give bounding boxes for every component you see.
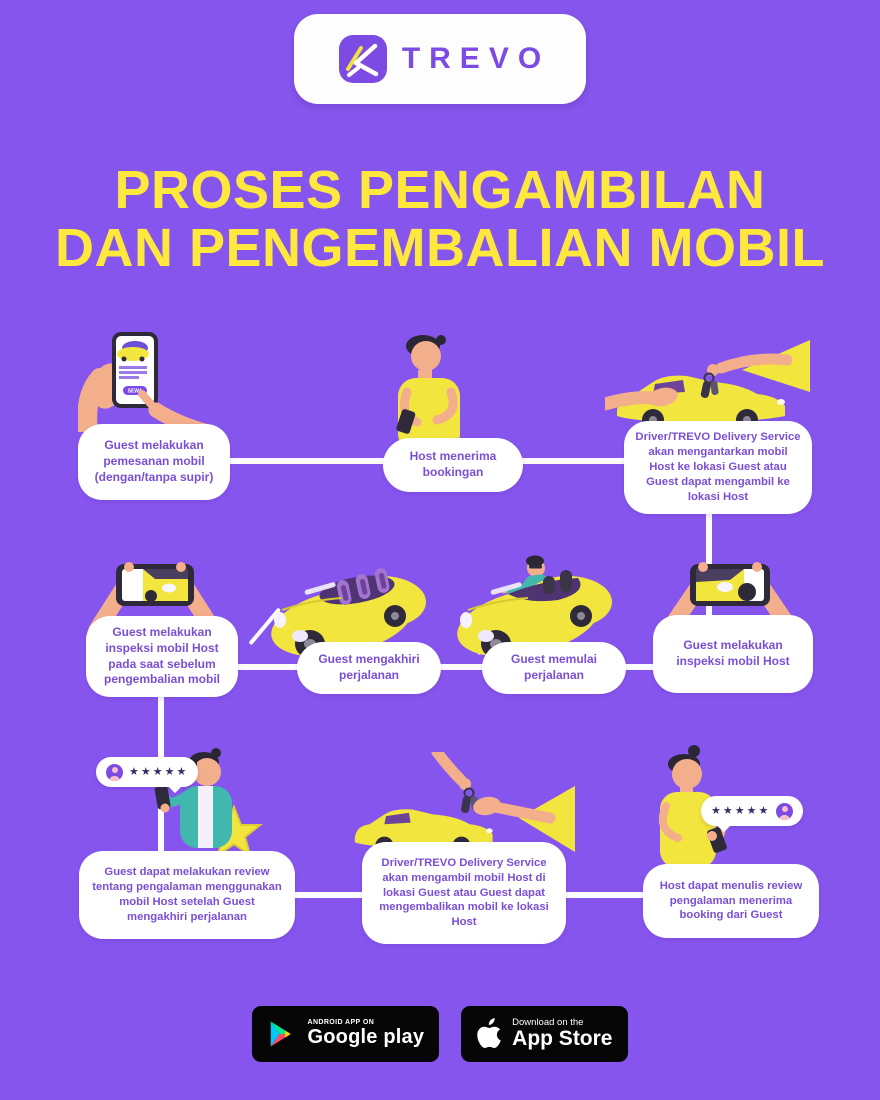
apple-icon: [477, 1018, 501, 1048]
step-bubble-host-review: Host dapat menulis review pengalaman men…: [643, 864, 819, 938]
illustration-car-return-keys: [354, 752, 575, 855]
step-bubble-inspection-before-return: Guest melakukan inspeksi mobil Host pada…: [86, 616, 238, 698]
step-bubble-guest-booking: Guest melakukan pemesanan mobil (dengan/…: [78, 424, 230, 500]
key-icon: [700, 380, 711, 398]
trevo-logo-icon: [338, 35, 387, 83]
play-triangle-icon: [271, 1021, 292, 1047]
step-bubble-host-receives: Host menerima bookingan: [383, 438, 523, 492]
illustration-guest-ends-trip-car: [271, 568, 426, 657]
rating-stars: ★★★★★: [711, 804, 771, 817]
google-play-tagline: ANDROID APP ON: [307, 1019, 375, 1027]
connector-row2: [160, 664, 730, 670]
avatar-icon: [776, 802, 794, 820]
store-badges-row: ANDROID APP ON Google play Download on t…: [0, 1006, 880, 1062]
seats: [336, 568, 390, 605]
yellow-shirt: [398, 378, 460, 452]
sunglasses: [529, 565, 542, 569]
google-play-badge[interactable]: ANDROID APP ON Google play: [252, 1006, 440, 1062]
google-play-label: Google play: [307, 1025, 425, 1048]
phone: [396, 409, 416, 434]
step-bubble-car-return: Driver/TREVO Delivery Service akan menga…: [362, 842, 566, 944]
title-line1: PROSES PENGAMBILAN: [114, 160, 766, 220]
illustration-guest-review: [154, 748, 263, 858]
key-icon: [461, 795, 471, 814]
open-palm: [473, 796, 501, 816]
rating-stars: ★★★★★: [129, 765, 189, 778]
title-line2: DAN PENGEMBALIAN MOBIL: [55, 217, 825, 278]
phone: [154, 785, 171, 810]
pointing-finger: [138, 390, 160, 414]
guest-review-pill: ★★★★★: [96, 757, 199, 787]
app-store-label: App Store: [512, 1026, 613, 1050]
connector-row1-to-row2: [706, 458, 712, 640]
brand-name: TREVO: [401, 42, 551, 75]
logo-card: TREVO: [294, 14, 586, 104]
illustration-guest-starts-trip-car: [457, 555, 612, 657]
step-bubble-delivery-to-guest: Driver/TREVO Delivery Service akan menga…: [624, 421, 812, 514]
windshield: [304, 582, 336, 595]
page-title: PROSES PENGAMBILAN DAN PENGEMBALIAN MOBI…: [0, 160, 880, 278]
app-store-tagline: Download on the: [512, 1016, 584, 1028]
avatar-icon: [106, 763, 123, 781]
app-store-badge[interactable]: Download on the App Store: [461, 1006, 628, 1062]
illustration-host-receives-booking: [396, 335, 460, 452]
step-bubble-end-trip: Guest mengakhiri perjalanan: [297, 642, 441, 694]
open-palm: [648, 387, 678, 407]
step-bubble-guest-review: Guest dapat melakukan review tentang pen…: [79, 851, 295, 939]
sewa-button-label: SEWA: [128, 389, 143, 395]
yellow-sleeve: [742, 340, 810, 392]
step-bubble-inspection-at-pickup: Guest melakukan inspeksi mobil Host: [653, 615, 813, 693]
illustration-guest-booking-phone: SEWA: [78, 332, 208, 432]
step-bubble-start-trip: Guest memulai perjalanan: [482, 642, 626, 694]
host-review-pill: ★★★★★: [701, 796, 804, 826]
